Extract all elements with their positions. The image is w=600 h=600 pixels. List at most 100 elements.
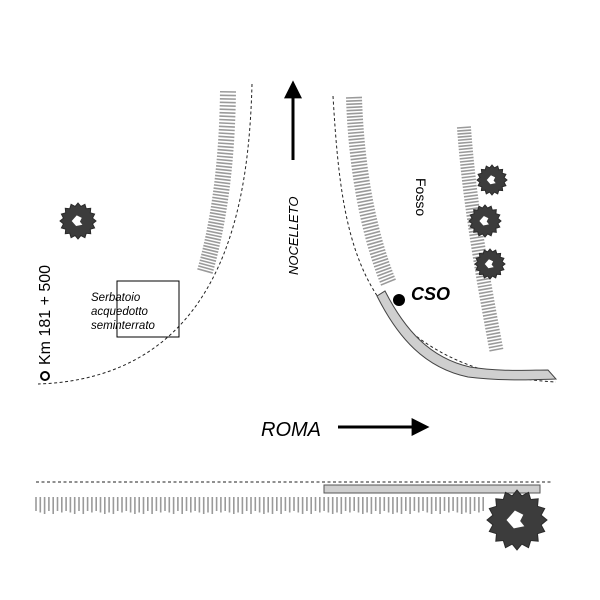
hatch-tick xyxy=(365,233,382,240)
tree-bottom-right-icon xyxy=(486,489,548,551)
hatch-tick xyxy=(483,315,498,321)
hatch-tick xyxy=(373,260,390,268)
tree-fosso-2-icon xyxy=(468,204,502,238)
hatch-tick xyxy=(459,156,474,160)
hatch-tick xyxy=(218,125,235,128)
km-marker-label: Km 181 + 500 xyxy=(37,265,54,365)
hatch-tick xyxy=(219,108,236,111)
hatch-tick xyxy=(360,214,377,220)
hatch-tick xyxy=(359,208,376,214)
hatch-tick xyxy=(463,194,478,198)
hatch-tick xyxy=(456,126,472,129)
hatch-tick xyxy=(457,129,472,132)
hatch-tick xyxy=(213,187,230,191)
embankment-left xyxy=(197,90,237,274)
hatch-tick xyxy=(361,217,378,224)
tree-fosso-1-icon xyxy=(476,164,508,196)
hatch-tick xyxy=(350,157,367,161)
hatch-tick xyxy=(209,211,226,217)
hatch-tick xyxy=(369,248,386,256)
hatch-tick xyxy=(478,287,493,292)
hatch-tick xyxy=(347,131,365,135)
hatch-tick xyxy=(380,278,396,286)
hatch-tick xyxy=(210,205,227,210)
tree-center xyxy=(479,215,489,226)
hatch-tick xyxy=(458,144,473,148)
hatch-tick xyxy=(477,283,492,288)
hatch-tick xyxy=(372,257,389,265)
hatch-tick xyxy=(218,132,235,135)
hatch-tick xyxy=(216,155,233,159)
hatch-tick xyxy=(370,251,387,259)
hatch-tick xyxy=(218,138,235,142)
hatch-tick xyxy=(217,148,234,152)
hatch-tick xyxy=(486,331,501,336)
hatch-tick xyxy=(368,245,385,253)
hatch-tick xyxy=(201,253,217,259)
hatch-tick xyxy=(479,296,494,301)
hatch-tick xyxy=(353,179,370,184)
hatch-tick xyxy=(357,202,374,207)
hatch-tick xyxy=(460,165,475,170)
serbatoio-label: Serbatoio acquedotto seminterrato xyxy=(91,292,156,332)
hatch-tick xyxy=(206,226,223,232)
hatch-tick xyxy=(206,229,223,235)
hatch-tick xyxy=(488,344,503,349)
cso-point[interactable] xyxy=(393,294,405,306)
hatch-tick xyxy=(354,186,371,191)
hatch-tick xyxy=(469,235,484,240)
hatch-tick xyxy=(203,241,220,247)
hatch-tick xyxy=(359,211,376,217)
trees xyxy=(59,164,548,551)
hatch-tick xyxy=(208,217,225,223)
hatch-tick xyxy=(471,245,486,250)
fosso-label: Fosso xyxy=(413,178,429,216)
serbatoio-line-2: acquedotto xyxy=(91,306,149,318)
hatch-tick xyxy=(462,184,477,189)
hatch-tick xyxy=(215,171,232,175)
hatch-tick xyxy=(347,118,364,122)
hatch-tick xyxy=(375,266,392,274)
hatch-tick xyxy=(219,111,236,115)
hatch-tick xyxy=(349,150,366,154)
hatch-tick xyxy=(481,306,496,311)
hatch-tick xyxy=(201,250,218,256)
hatch-tick xyxy=(214,177,231,182)
hatch-tick xyxy=(350,153,367,158)
hatch-tick xyxy=(371,254,388,262)
hatch-tick xyxy=(364,230,381,237)
hatch-tick xyxy=(481,303,496,308)
cso-label: CSO xyxy=(411,284,450,304)
hatch-tick xyxy=(348,137,365,141)
hatch-tick xyxy=(367,242,384,249)
hatch-tick xyxy=(458,147,473,151)
embankment-fosso xyxy=(456,126,504,352)
hatch-tick xyxy=(351,166,368,171)
hatch-tick xyxy=(349,144,366,148)
hatch-tick xyxy=(487,338,502,343)
hatch-tick xyxy=(202,247,219,253)
hatch-tick xyxy=(471,248,486,253)
hatch-tick xyxy=(346,112,363,115)
hatch-tick xyxy=(213,184,230,188)
hatch-tick xyxy=(347,124,364,128)
hatch-tick xyxy=(484,322,499,327)
hatch-tick xyxy=(486,334,501,340)
hatch-tick xyxy=(374,263,391,271)
hatch-tick xyxy=(219,115,236,118)
hatch-tick xyxy=(460,169,475,173)
hatch-tick xyxy=(346,99,363,102)
hatch-tick xyxy=(200,256,217,262)
hatch-tick xyxy=(197,267,214,274)
hatch-tick xyxy=(351,163,368,168)
hatch-tick xyxy=(214,180,231,185)
hatch-tick xyxy=(462,181,477,185)
hatch-tick xyxy=(346,105,363,109)
hatch-tick xyxy=(485,328,500,333)
hatch-tick xyxy=(218,128,235,132)
hatch-tick xyxy=(347,121,364,125)
hatch-tick xyxy=(363,227,380,233)
bottom-pipe xyxy=(323,484,541,494)
hatch-tick xyxy=(207,223,224,229)
